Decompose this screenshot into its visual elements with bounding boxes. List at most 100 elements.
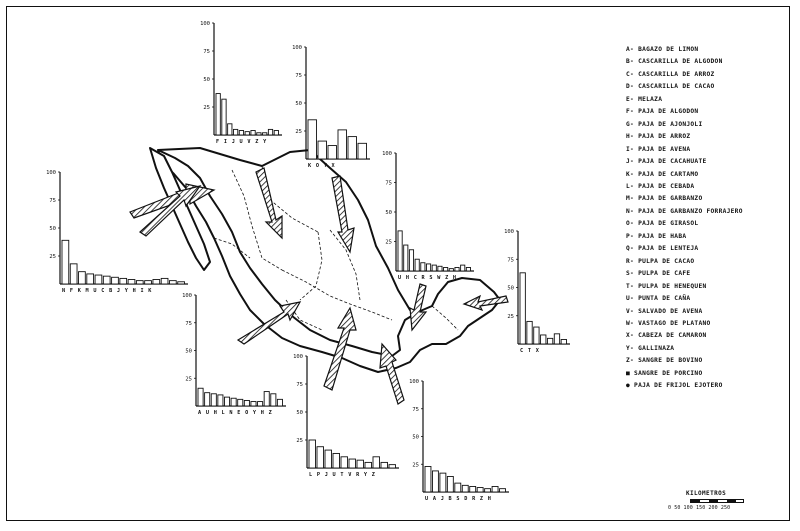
bar (460, 264, 466, 272)
scale-ticks: 0 50 100 150 200 250 (668, 505, 731, 511)
bar (224, 396, 231, 407)
bar (152, 279, 161, 285)
y-tick-label: 75 (49, 198, 56, 204)
category-labels: U H C R S W Z H (398, 275, 457, 281)
y-tick-label: 75 (412, 407, 419, 413)
bar (217, 394, 224, 407)
legend-item: L- PAJA DE CEBADA (626, 182, 695, 190)
mexico-outline (149, 147, 501, 373)
legend-item: Q- PAJA DE LENTEJA (626, 245, 699, 253)
bar (94, 274, 103, 285)
bar (169, 280, 177, 285)
bar (408, 249, 415, 272)
y-tick-label: 50 (49, 226, 56, 232)
bar (316, 446, 324, 469)
bar (61, 239, 70, 285)
bar (243, 400, 250, 407)
bar (469, 486, 477, 493)
bar (448, 268, 454, 272)
bar (238, 130, 245, 136)
bar (540, 334, 547, 345)
y-tick-label: 50 (296, 410, 303, 416)
bar (348, 458, 356, 469)
region-arrows (129, 167, 509, 405)
y-tick-label: 100 (46, 170, 56, 176)
legend-item: W- VASTAGO DE PLATANO (626, 319, 711, 327)
category-labels: F I J U V Z Y (216, 139, 267, 145)
arrow-nw-baja (139, 185, 202, 237)
bar (476, 487, 484, 493)
bar (237, 398, 244, 407)
arrow-central-south (323, 306, 357, 391)
bar (256, 132, 262, 136)
bar (337, 129, 347, 160)
bar (276, 398, 283, 407)
legend-item: Z- SANGRE DE BOVINO (626, 357, 703, 365)
y-tick-label: 25 (203, 105, 210, 111)
bar (424, 466, 432, 493)
bar (250, 401, 257, 407)
arrow-northeast (409, 283, 428, 332)
y-tick-label: 50 (412, 435, 419, 441)
bar (356, 459, 364, 469)
bar (257, 401, 264, 407)
bar (439, 472, 447, 493)
bar (317, 140, 327, 160)
y-tick-label: 25 (295, 129, 302, 135)
bar (519, 272, 526, 345)
bar (431, 264, 437, 272)
bar (347, 136, 357, 160)
legend-item: M- PAJA DE GARBANZO (626, 195, 703, 203)
legend-item: Y- GALLINAZA (626, 344, 675, 352)
bar (443, 267, 449, 272)
y-tick-label: 25 (296, 438, 303, 444)
bar (432, 470, 439, 493)
legend-item: V- SALVADO DE AVENA (626, 307, 703, 315)
bar (177, 281, 185, 285)
scale-bar (690, 499, 744, 503)
y-tick-label: 75 (295, 73, 302, 79)
bar (465, 267, 471, 272)
y-tick-label: 25 (49, 254, 56, 260)
legend-item: X- CABEZA DE CAMARON (626, 332, 707, 340)
north-border (157, 147, 419, 313)
bar (499, 488, 506, 493)
bar (446, 476, 454, 493)
y-tick-label: 50 (507, 286, 514, 292)
legend-item: S- PULPA DE CAFE (626, 270, 691, 278)
bar (135, 280, 144, 285)
y-tick-label: 75 (507, 257, 514, 263)
legend-item: D- CASCARILLA DE CACAO (626, 83, 715, 91)
bar (111, 276, 119, 285)
bar (233, 128, 239, 136)
category-labels: K O Y X (308, 163, 336, 169)
legend-item: U- PUNTA DE CAÑA (626, 295, 691, 303)
bar (380, 461, 388, 469)
legend-item: P- PAJA DE HABA (626, 232, 687, 240)
y-tick-label: 75 (296, 382, 303, 388)
bar (160, 277, 169, 285)
category-labels: N F K M U C B J Y H I K (62, 288, 152, 294)
legend-item: F- PAJA DE ALGODON (626, 108, 699, 116)
bar (119, 277, 128, 285)
bar (270, 393, 277, 407)
bar (403, 244, 409, 272)
bar-charts: 100 75 50 25 F I J U V Z Y 100 75 50 25 K O Y X 10… (46, 21, 570, 502)
category-labels: L P J U T V R Y Z (309, 472, 376, 478)
y-tick-label: 25 (412, 462, 419, 468)
arrow-north-central (331, 175, 355, 254)
y-tick-label: 100 (292, 45, 302, 51)
bar (533, 326, 540, 345)
bar (102, 275, 111, 285)
bar (244, 131, 250, 136)
bar (197, 387, 204, 407)
bar (273, 130, 279, 136)
bar (227, 123, 233, 136)
bar (215, 93, 221, 136)
bar (526, 320, 533, 345)
